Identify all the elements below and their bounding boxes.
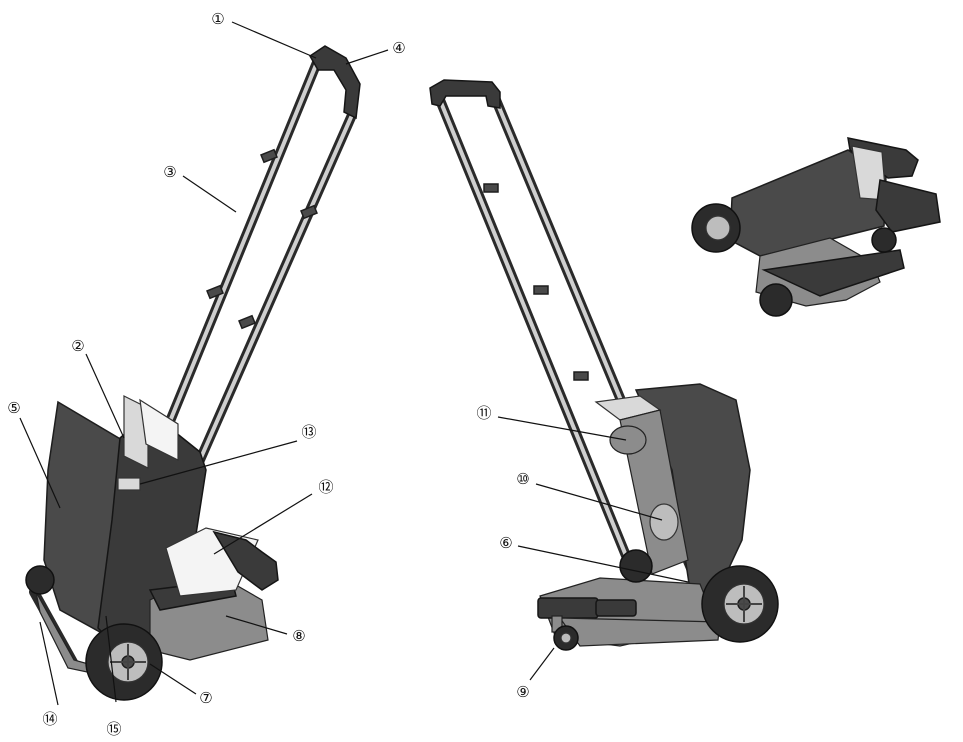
cart-folded-view	[691, 137, 941, 317]
handle-grip	[309, 45, 361, 120]
callout-11: ⑪	[476, 404, 491, 422]
callout-4: ④	[392, 39, 405, 57]
callout-3: ③	[163, 163, 176, 181]
callout-9: ⑨	[516, 683, 529, 701]
leader-lines	[19, 21, 689, 706]
callout-5: ⑤	[7, 399, 20, 417]
callout-1: ①	[211, 10, 224, 28]
callout-12: ⑫	[318, 478, 333, 496]
telescopic-handle	[145, 55, 357, 483]
rear-wheel	[701, 565, 779, 643]
cart-front-view	[25, 45, 361, 701]
cart-rear-view	[429, 79, 779, 651]
callout-7: ⑦	[199, 689, 212, 707]
callout-labels: ① ② ③ ④ ⑤ ⑥ ⑦ ⑧ ⑨ ⑩ ⑪ ⑫ ⑬ ⑭ ⑮	[7, 10, 529, 738]
callout-13: ⑬	[301, 423, 316, 441]
callout-15: ⑮	[106, 720, 121, 738]
caster-wheel	[551, 615, 579, 651]
callout-10: ⑩	[516, 470, 529, 488]
callout-6: ⑥	[499, 534, 512, 552]
front-wheel-left	[85, 623, 163, 701]
callout-14: ⑭	[42, 710, 57, 728]
callout-2: ②	[71, 337, 84, 355]
callout-8: ⑧	[292, 627, 305, 645]
handle-grip-rear	[429, 79, 501, 109]
